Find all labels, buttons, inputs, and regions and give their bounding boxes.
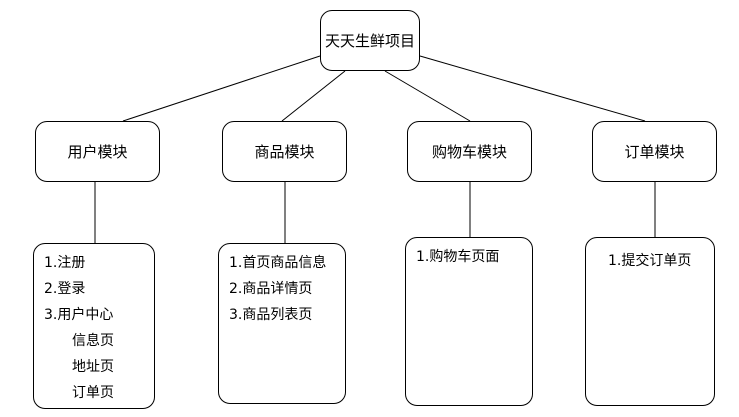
connector-root-user [122, 55, 321, 122]
list-item: 1.购物车页面 [416, 249, 500, 265]
list-item: 1.注册 [44, 255, 86, 271]
module-list-cart: 1.购物车页面 [405, 237, 533, 406]
module-label-user: 用户模块 [67, 143, 128, 161]
module-list-user: 1.注册 2.登录 3.用户中心 信息页 地址页 订单页 [33, 243, 155, 409]
module-node-goods: 商品模块 [222, 121, 347, 182]
root-node: 天天生鲜项目 [320, 10, 420, 71]
list-item: 1.提交订单页 [608, 253, 692, 269]
module-node-cart: 购物车模块 [407, 121, 532, 182]
connector-root-cart [384, 70, 471, 122]
module-node-order: 订单模块 [592, 121, 717, 182]
list-item: 地址页 [72, 359, 114, 375]
module-label-goods: 商品模块 [254, 143, 315, 161]
module-node-user: 用户模块 [35, 121, 160, 182]
root-label: 天天生鲜项目 [324, 32, 415, 50]
list-item: 2.登录 [44, 281, 86, 297]
module-label-order: 订单模块 [624, 143, 685, 161]
list-item: 信息页 [72, 333, 114, 349]
connector-root-order [419, 55, 646, 122]
connector-root-goods [281, 70, 346, 122]
list-item: 3.用户中心 [44, 307, 114, 323]
list-item: 2.商品详情页 [229, 281, 313, 297]
module-list-goods: 1.首页商品信息 2.商品详情页 3.商品列表页 [218, 243, 346, 404]
list-item: 3.商品列表页 [229, 307, 313, 323]
list-item: 订单页 [72, 385, 114, 401]
module-list-order: 1.提交订单页 [585, 237, 715, 406]
list-item: 1.首页商品信息 [229, 255, 327, 271]
module-label-cart: 购物车模块 [431, 143, 507, 161]
